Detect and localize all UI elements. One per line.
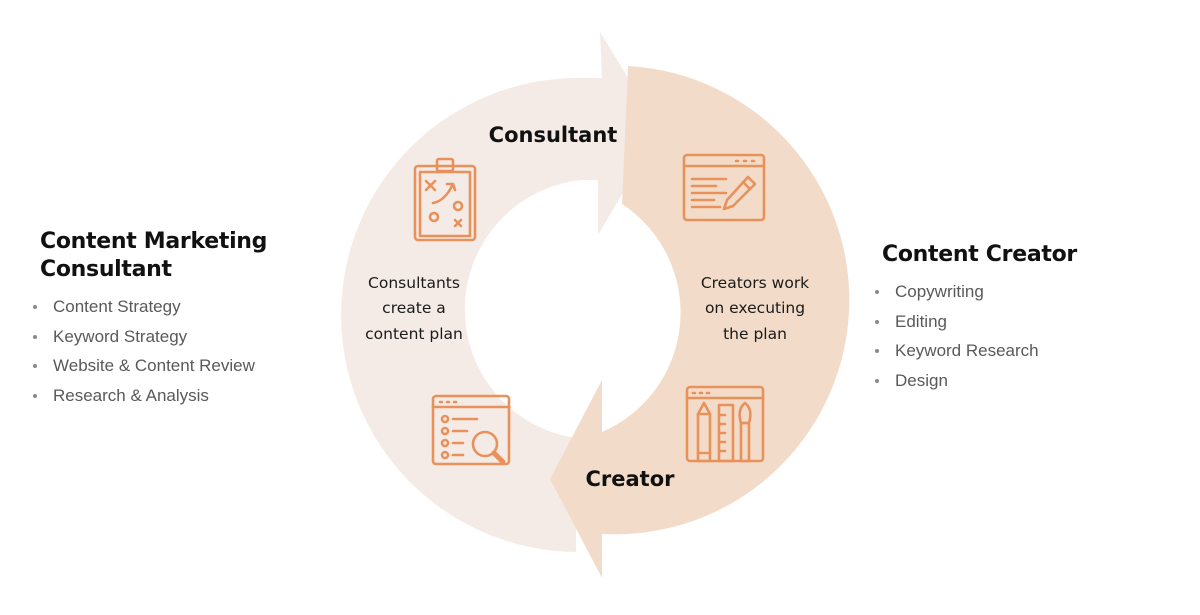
creator-skill-list: Copywriting Editing Keyword Research Des… [875, 277, 1182, 396]
list-item: Research & Analysis [33, 381, 340, 411]
list-item: Editing [875, 307, 1182, 337]
list-item: Website & Content Review [33, 351, 340, 381]
consultant-skill-list: Content Strategy Keyword Strategy Websit… [33, 292, 340, 411]
creator-caption: Creators work on executing the plan [701, 274, 809, 343]
creator-arrow [550, 66, 850, 578]
consultant-caption: Consultants create a content plan [365, 274, 463, 343]
consultant-panel-title: Content Marketing Consultant [40, 229, 268, 282]
list-item: Copywriting [875, 277, 1182, 307]
creator-panel: Content Creator Copywriting Editing Keyw… [875, 241, 1182, 396]
creator-panel-title: Content Creator [882, 242, 1077, 267]
list-item: Content Strategy [33, 292, 340, 322]
creator-caption-line: on executing [705, 299, 805, 317]
consultant-label: Consultant [489, 123, 618, 147]
consultant-panel: Content Marketing Consultant Content Str… [33, 228, 340, 411]
list-item: Keyword Strategy [33, 322, 340, 352]
consultant-caption-line: create a [382, 299, 446, 317]
list-item: Design [875, 366, 1182, 396]
consultant-caption-line: content plan [365, 325, 463, 343]
search-analysis-icon [431, 394, 511, 466]
consultant-caption-line: Consultants [368, 274, 460, 292]
web-editor-icon [682, 153, 766, 222]
creator-label: Creator [585, 467, 675, 491]
design-tools-icon [685, 385, 765, 463]
strategy-clipboard-icon [413, 157, 477, 242]
creator-caption-line: Creators work [701, 274, 809, 292]
consultant-arrow [341, 32, 660, 552]
list-item: Keyword Research [875, 336, 1182, 366]
creator-caption-line: the plan [723, 325, 787, 343]
